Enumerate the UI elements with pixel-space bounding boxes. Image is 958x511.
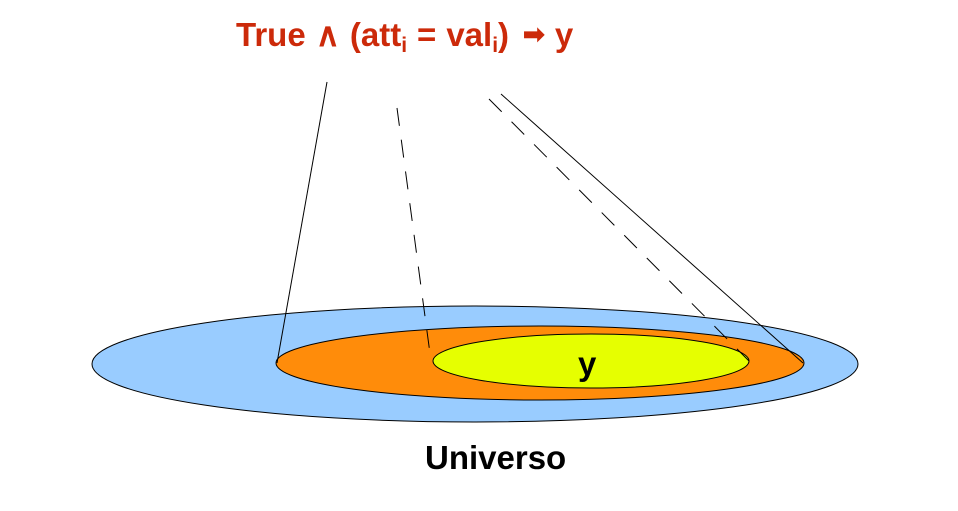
attribute-subscript: i xyxy=(401,34,408,57)
close-paren: ) xyxy=(498,16,510,53)
value-name: val xyxy=(446,16,493,53)
true-cone-right-line xyxy=(500,93,804,364)
inner-region-label: y xyxy=(578,345,597,382)
condition-cone-left-line xyxy=(396,107,432,362)
right-arrow-icon: ➡ xyxy=(523,19,545,49)
and-symbol: ∧ xyxy=(315,16,340,53)
attribute-name: att xyxy=(360,16,402,53)
value-subscript: i xyxy=(492,34,499,57)
universe-label: Universo xyxy=(425,439,567,476)
rule-antecedent-true: True xyxy=(236,16,306,53)
open-paren: ( xyxy=(349,16,361,53)
rule-formula: True∧(atti=vali)➡y xyxy=(236,16,574,56)
equals-sign: = xyxy=(417,16,437,53)
rule-consequent: y xyxy=(554,16,574,53)
true-cone-left-line xyxy=(276,81,328,364)
